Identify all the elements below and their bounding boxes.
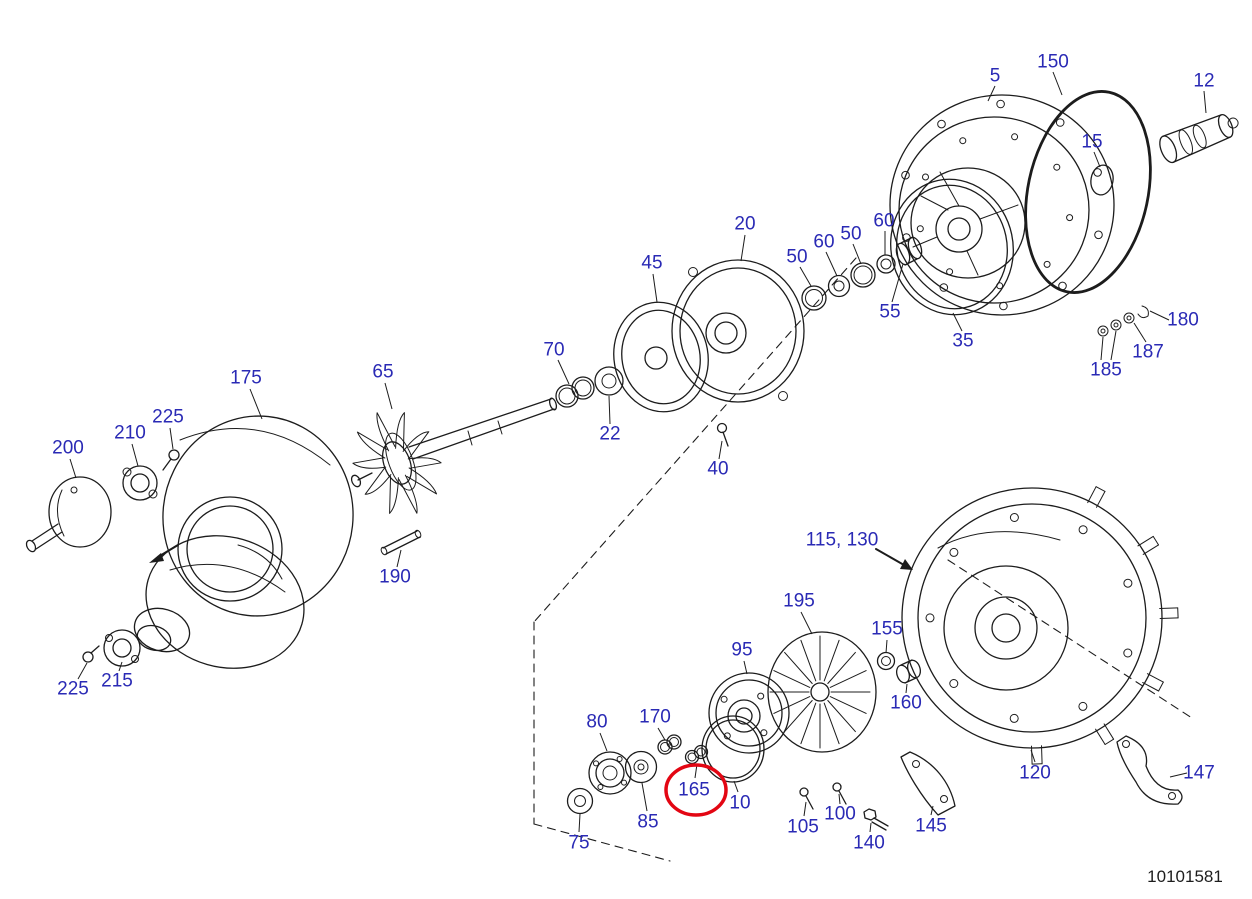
highlight-circle-165 xyxy=(664,763,728,817)
part-label-65[interactable]: 65 xyxy=(372,362,393,383)
part-label-140[interactable]: 140 xyxy=(853,833,885,854)
subassembly-boundary xyxy=(533,257,1193,862)
compressor-housing-175 xyxy=(162,415,354,617)
turbine-housing-left xyxy=(133,535,305,669)
assembly-arrow-left xyxy=(149,544,179,563)
part-label-60a[interactable]: 60 xyxy=(813,232,834,253)
part-label-150[interactable]: 150 xyxy=(1037,52,1069,73)
assembly-arrow-115-130 xyxy=(875,548,913,570)
circlip-10 xyxy=(701,715,765,783)
rings-170 xyxy=(657,734,682,755)
part-label-215[interactable]: 215 xyxy=(101,671,133,692)
o-ring-150 xyxy=(1024,90,1152,294)
leader-lines xyxy=(69,71,1207,833)
washer-75 xyxy=(566,787,594,815)
pin-190 xyxy=(380,529,422,556)
bolt-105 xyxy=(799,787,814,810)
part-label-75[interactable]: 75 xyxy=(568,833,589,854)
part-label-15[interactable]: 15 xyxy=(1081,132,1102,153)
part-label-187[interactable]: 187 xyxy=(1132,342,1164,363)
bolt-225-bottom xyxy=(82,645,100,663)
part-label-210[interactable]: 210 xyxy=(114,423,146,444)
clamp-plate-145 xyxy=(900,751,956,816)
thrust-bearing-85 xyxy=(624,750,658,784)
part-label-185[interactable]: 185 xyxy=(1090,360,1122,381)
part-label-200[interactable]: 200 xyxy=(52,438,84,459)
bolt-140 xyxy=(863,808,889,831)
flange-215 xyxy=(103,629,141,667)
part-label-165[interactable]: 165 xyxy=(678,780,710,801)
part-label-5[interactable]: 5 xyxy=(990,66,1001,87)
part-label-20[interactable]: 20 xyxy=(734,214,755,235)
shaft-65 xyxy=(350,397,558,488)
fastener-set-180-185-187 xyxy=(1097,305,1149,337)
part-label-55[interactable]: 55 xyxy=(879,302,900,323)
backplate-20 xyxy=(671,259,805,403)
thrust-collar-80 xyxy=(588,751,632,795)
turbine-housing-120 xyxy=(901,486,1179,765)
part-label-12[interactable]: 12 xyxy=(1193,71,1214,92)
part-label-95[interactable]: 95 xyxy=(731,640,752,661)
part-label-225b[interactable]: 225 xyxy=(57,679,89,700)
compressor-wheel-195 xyxy=(767,631,877,753)
part-label-85[interactable]: 85 xyxy=(637,812,658,833)
part-label-155[interactable]: 155 xyxy=(871,619,903,640)
bearing-set-50-60-55 xyxy=(801,236,923,311)
part-label-160[interactable]: 160 xyxy=(890,693,922,714)
flange-210 xyxy=(122,465,158,501)
part-label-175[interactable]: 175 xyxy=(230,368,262,389)
bracket-147 xyxy=(1116,735,1183,805)
part-label-147[interactable]: 147 xyxy=(1183,763,1215,784)
shaft-part-12 xyxy=(1159,114,1239,164)
part-label-50a[interactable]: 50 xyxy=(786,247,807,268)
bearing-housing-5 xyxy=(889,94,1115,316)
part-label-22[interactable]: 22 xyxy=(599,424,620,445)
part-label-225a[interactable]: 225 xyxy=(152,407,184,428)
part-label-105[interactable]: 105 xyxy=(787,817,819,838)
part-label-120[interactable]: 120 xyxy=(1019,763,1051,784)
part-label-115-130[interactable]: 115, 130 xyxy=(806,530,879,551)
part-label-180[interactable]: 180 xyxy=(1167,310,1199,331)
end-cap-200 xyxy=(25,476,112,553)
ring-155 xyxy=(876,651,896,671)
part-label-50b[interactable]: 50 xyxy=(840,224,861,245)
screw-40 xyxy=(716,422,729,447)
part-label-100[interactable]: 100 xyxy=(824,804,856,825)
document-number: 10101581 xyxy=(1147,867,1223,886)
seal-ring-15 xyxy=(1090,164,1114,196)
part-label-190[interactable]: 190 xyxy=(379,567,411,588)
rings-70 xyxy=(555,376,595,408)
part-label-60b[interactable]: 60 xyxy=(873,211,894,232)
part-label-170[interactable]: 170 xyxy=(639,707,671,728)
washer-22 xyxy=(594,366,624,396)
part-label-10[interactable]: 10 xyxy=(729,793,750,814)
part-label-195[interactable]: 195 xyxy=(783,591,815,612)
turbine-wheel-65 xyxy=(352,412,442,514)
part-label-45[interactable]: 45 xyxy=(641,253,662,274)
part-label-70[interactable]: 70 xyxy=(543,340,564,361)
part-label-80[interactable]: 80 xyxy=(586,712,607,733)
bolt-100 xyxy=(832,782,847,805)
part-label-35[interactable]: 35 xyxy=(952,331,973,352)
bolt-225-top xyxy=(162,449,180,471)
seal-plate-45 xyxy=(613,301,709,413)
seal-housing-95 xyxy=(708,672,790,754)
fitting-160 xyxy=(896,659,921,684)
part-label-40[interactable]: 40 xyxy=(707,459,728,480)
part-label-145[interactable]: 145 xyxy=(915,816,947,837)
